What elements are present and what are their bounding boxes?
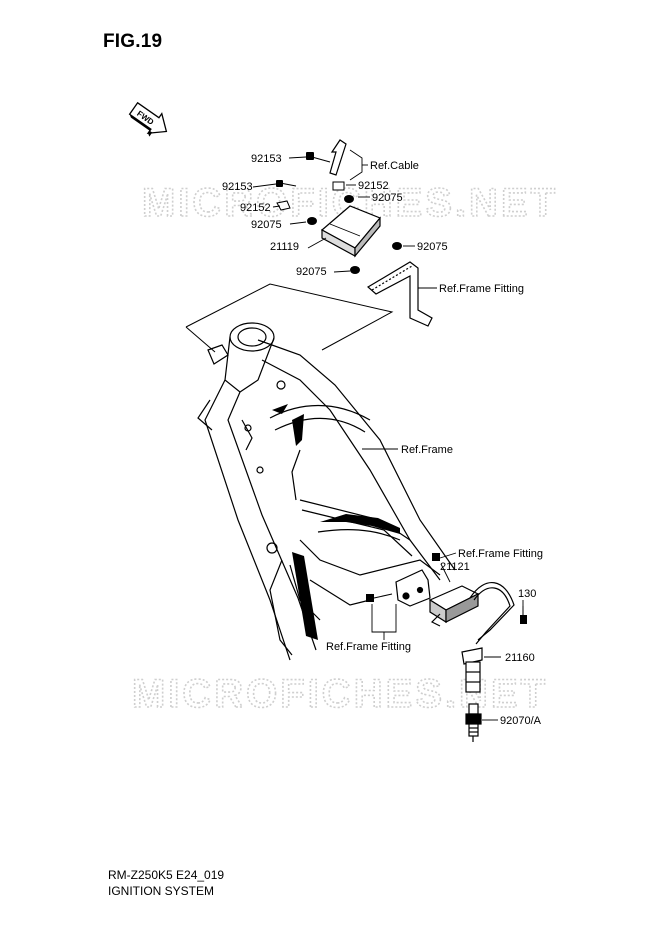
- grommet-92075-c: [392, 242, 402, 250]
- frame-shading: [272, 404, 400, 640]
- callout-92153-lower: 92153: [222, 181, 253, 193]
- nut-92152-upper: [332, 181, 345, 191]
- bolt-130: [520, 606, 527, 624]
- fwd-arrow-icon: FWD: [128, 101, 168, 137]
- callout-21160: 21160: [505, 652, 535, 664]
- callout-ref-cable: Ref.Cable: [370, 160, 419, 172]
- callout-21119: 21119: [270, 241, 299, 253]
- callout-ref-frame-fitting-lower: Ref.Frame Fitting: [326, 641, 411, 653]
- grommet-92075-a: [307, 217, 317, 225]
- callout-ref-frame-fitting-upper: Ref.Frame Fitting: [439, 283, 524, 295]
- bracket-upper: [366, 261, 433, 327]
- watermark-bottom: MICROFICHES.NET: [131, 671, 548, 717]
- high-tension-lead: [469, 581, 515, 645]
- frame-outline: [197, 322, 456, 661]
- callout-92153-upper: 92153: [251, 153, 282, 165]
- nut-92152-lower: [276, 200, 291, 211]
- callout-ref-frame: Ref.Frame: [401, 444, 453, 456]
- callout-130: 130: [518, 588, 536, 600]
- callout-92075-a: 92075: [251, 219, 282, 231]
- callout-92075-c: 92075: [417, 241, 448, 253]
- grommet-92075-b: [344, 195, 354, 203]
- frame-leader-box: [185, 283, 394, 353]
- figure-title: FIG.19: [103, 31, 163, 52]
- ignitor-unit-21119: [320, 205, 381, 258]
- bolt-92153-upper: [306, 152, 331, 163]
- leader-lines: [252, 149, 524, 721]
- bolt-92153-lower: [276, 180, 297, 187]
- nut-frame-fitting-upper: [432, 553, 440, 561]
- cable-clamp: [329, 139, 347, 176]
- bolt-frame-fitting: [366, 593, 393, 602]
- callout-ref-frame-fitting-mid: Ref.Frame Fitting: [458, 548, 543, 560]
- frame-fitting-lower-bracket: [395, 569, 431, 607]
- callout-92075-d: 92075: [296, 266, 327, 278]
- callout-92152-upper: 92152: [358, 180, 389, 192]
- grommet-92075-d: [350, 266, 360, 274]
- callout-21121: 21121: [440, 561, 470, 573]
- callout-labels: 92153 Ref.Cable 92153 92152 92075 92152 …: [222, 153, 543, 727]
- spark-plug-92070-a: [465, 703, 482, 742]
- model-code: RM-Z250K5 E24_019: [108, 868, 225, 882]
- ignition-coil-21121: [428, 585, 480, 627]
- spark-plug-cap-21160: [461, 647, 483, 693]
- callout-92070-a: 92070/A: [500, 715, 542, 727]
- callout-92075-b: 92075: [372, 192, 403, 204]
- callout-92152-lower: 92152: [240, 202, 271, 214]
- figure-caption: IGNITION SYSTEM: [108, 884, 215, 898]
- watermark-text-bottom: MICROFICHES.NET: [132, 672, 548, 716]
